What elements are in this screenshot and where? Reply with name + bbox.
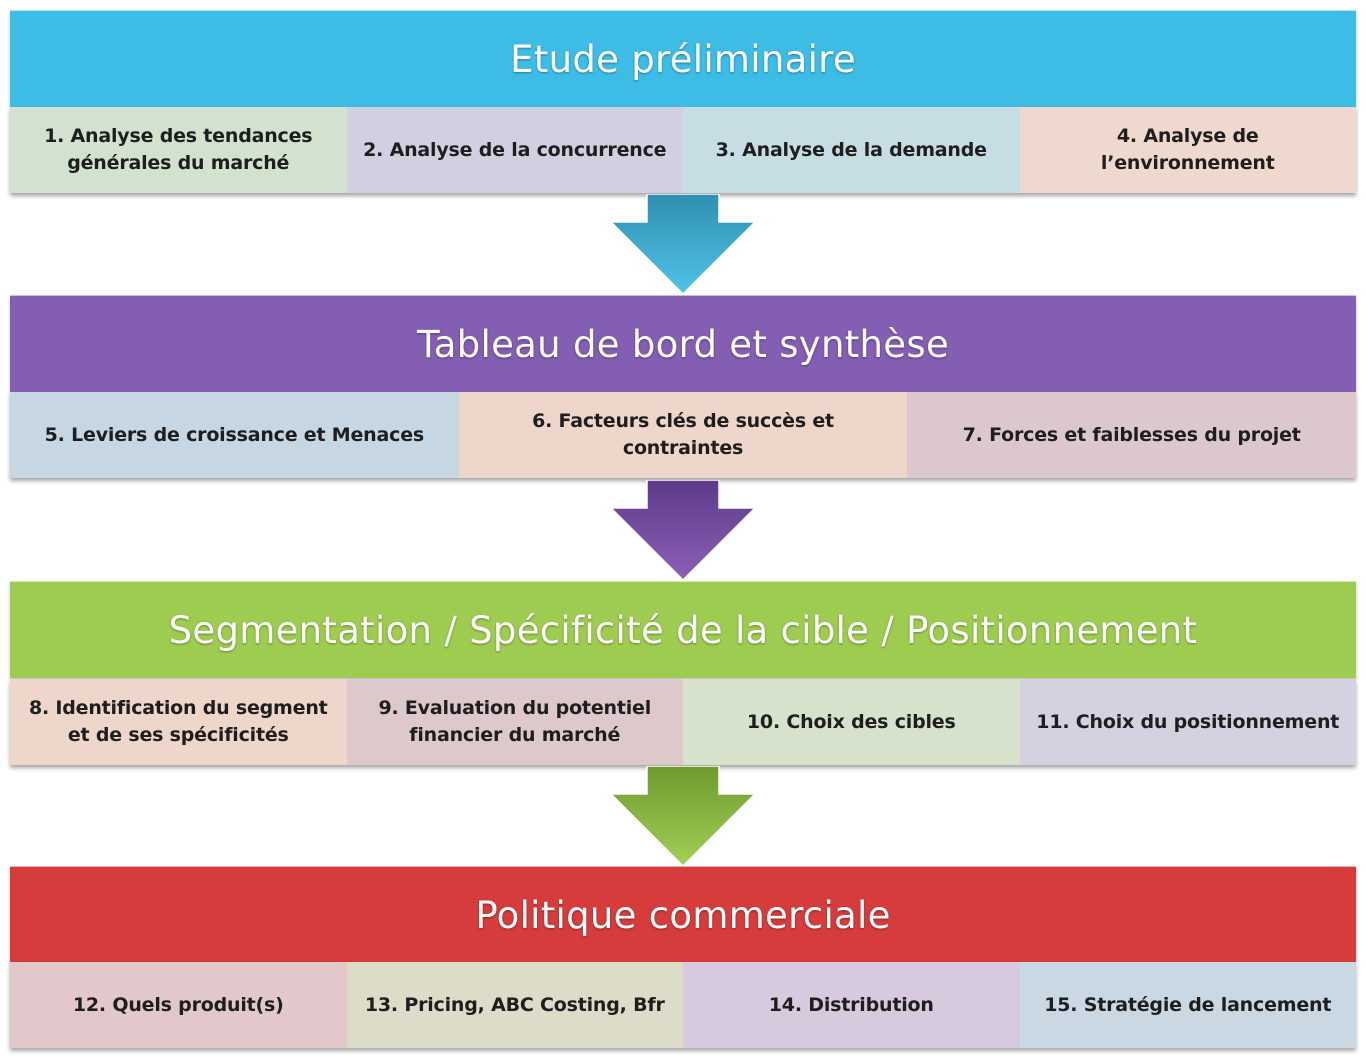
step-1-box: 1. Analyse des tendances générales du ma… — [10, 107, 347, 193]
step-label: 2. Analyse de la concurrence — [363, 138, 667, 161]
step-14-box: 14. Distribution — [683, 962, 1020, 1048]
down-arrow-icon — [609, 480, 757, 580]
arrow-shape — [609, 480, 757, 580]
step-label: 1. Analyse des tendances générales du ma… — [44, 125, 313, 174]
step-3-box: 3. Analyse de la demande — [683, 107, 1020, 193]
step-label: 5. Leviers de croissance et Menaces — [44, 423, 425, 446]
step-7-box: 7. Forces et faiblesses du projet — [907, 392, 1357, 478]
down-arrow-icon — [609, 194, 757, 294]
arrow-shape — [609, 194, 757, 294]
step-label: 13. Pricing, ABC Costing, Bfr — [364, 993, 665, 1016]
step-9-box: 9. Evaluation du potentiel financier du … — [346, 679, 683, 765]
step-12-box: 12. Quels produit(s) — [10, 962, 347, 1048]
section-header-etude-preliminaire: Etude préliminaire — [10, 10, 1356, 107]
step-label: 8. Identification du segment et de ses s… — [28, 697, 328, 746]
section-row-segmentation: 8. Identification du segment et de ses s… — [10, 679, 1356, 765]
section-title: Etude préliminaire — [510, 37, 856, 81]
section-row-politique-commerciale: 12. Quels produit(s) 13. Pricing, ABC Co… — [10, 962, 1356, 1048]
step-label: 3. Analyse de la demande — [715, 138, 987, 161]
step-label: 6. Facteurs clés de succès et contrainte… — [532, 410, 834, 459]
step-15-box: 15. Stratégie de lancement — [1019, 962, 1356, 1048]
step-13-box: 13. Pricing, ABC Costing, Bfr — [346, 962, 683, 1048]
step-6-box: 6. Facteurs clés de succès et contrainte… — [458, 392, 908, 478]
section-header-segmentation: Segmentation / Spécificité de la cible /… — [10, 581, 1356, 678]
step-label: 4. Analyse de l’environnement — [1100, 125, 1275, 174]
section-header-tableau-de-bord: Tableau de bord et synthèse — [10, 295, 1356, 392]
step-label: 7. Forces et faiblesses du projet — [962, 423, 1301, 446]
section-title: Politique commerciale — [475, 893, 891, 937]
step-2-box: 2. Analyse de la concurrence — [346, 107, 683, 193]
section-title: Tableau de bord et synthèse — [416, 322, 950, 366]
section-title: Segmentation / Spécificité de la cible /… — [168, 608, 1198, 652]
step-5-box: 5. Leviers de croissance et Menaces — [10, 392, 459, 478]
step-4-box: 4. Analyse de l’environnement — [1019, 107, 1356, 193]
step-10-box: 10. Choix des cibles — [683, 679, 1020, 765]
step-label: 12. Quels produit(s) — [72, 993, 284, 1016]
step-label: 11. Choix du positionnement — [1036, 710, 1340, 733]
section-header-politique-commerciale: Politique commerciale — [10, 866, 1356, 963]
down-arrow-icon — [609, 766, 757, 866]
step-11-box: 11. Choix du positionnement — [1019, 679, 1356, 765]
step-8-box: 8. Identification du segment et de ses s… — [10, 679, 347, 765]
step-label: 9. Evaluation du potentiel financier du … — [378, 697, 652, 746]
step-label: 10. Choix des cibles — [746, 710, 956, 733]
step-label: 14. Distribution — [768, 993, 934, 1016]
section-row-etude-preliminaire: 1. Analyse des tendances générales du ma… — [10, 107, 1356, 193]
arrow-shape — [609, 766, 757, 866]
step-label: 15. Stratégie de lancement — [1044, 993, 1332, 1016]
section-row-tableau-de-bord: 5. Leviers de croissance et Menaces 6. F… — [10, 392, 1357, 478]
